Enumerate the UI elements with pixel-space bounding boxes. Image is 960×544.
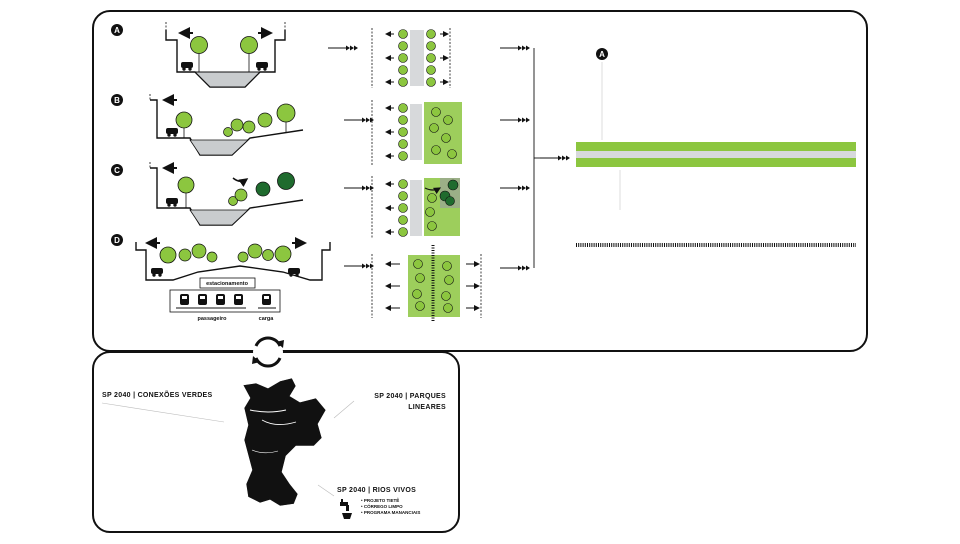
chevron-icon [370, 117, 374, 123]
chevron-icon [522, 45, 526, 51]
chevron-icon [562, 155, 566, 161]
chevron-icon [362, 185, 366, 191]
chevron-icon [526, 265, 530, 271]
badge-d-letter: D [114, 236, 120, 245]
chevron-icon [526, 45, 530, 51]
section-a: A [111, 22, 286, 88]
green-band-top [576, 142, 856, 151]
car-icon [288, 268, 300, 277]
cargo-label: carga [259, 316, 275, 322]
city-map [242, 377, 327, 507]
train-icon [180, 294, 189, 305]
car-icon [256, 62, 268, 71]
car-icon [151, 268, 163, 277]
bullet-programa-mananciais: • PROGRAMA MANANCIAIS [361, 510, 420, 515]
map-label-parques-line2: LINEARES [408, 404, 446, 411]
badge-c-letter: C [114, 166, 120, 175]
plan-a [371, 28, 451, 88]
chevron-icon [566, 155, 570, 161]
chevron-icon [362, 117, 366, 123]
chevron-icon [522, 185, 526, 191]
section-d: D estacionamento passageiro carga [111, 234, 331, 322]
badge-b-letter: B [114, 96, 120, 105]
tree-icon [175, 111, 193, 129]
chevron-icon [518, 45, 522, 51]
tree-icon [240, 36, 258, 54]
tree-icon [177, 176, 195, 194]
tree-icon [190, 36, 208, 54]
section-b: B [111, 94, 304, 156]
passenger-label: passageiro [197, 316, 227, 322]
chevron-icon [522, 265, 526, 271]
dark-tree-icon [277, 172, 295, 190]
plan-d [371, 245, 482, 322]
chevron-icon [346, 45, 350, 51]
car-icon [166, 198, 178, 207]
flow-arrows [328, 45, 570, 271]
parking-label: estacionamento [206, 281, 249, 287]
badge-b [111, 94, 123, 106]
chevron-icon [558, 155, 562, 161]
faucet-icon [340, 499, 349, 511]
train-icon [216, 294, 225, 305]
map-label-parques-line1: SP 2040 | PARQUES [374, 393, 446, 400]
chevron-icon [362, 263, 366, 269]
chevron-icon [526, 185, 530, 191]
chevron-icon [366, 117, 370, 123]
badge-result [596, 48, 608, 60]
car-icon [181, 62, 193, 71]
chevron-icon [526, 117, 530, 123]
bucket-icon [342, 513, 352, 519]
green-band-bottom [576, 158, 856, 167]
chevron-icon [366, 263, 370, 269]
train-icon [262, 294, 271, 305]
tree-icon [276, 103, 296, 123]
chevron-icon [522, 117, 526, 123]
result-section: A [576, 48, 856, 247]
cycle-icon [252, 336, 284, 368]
chevron-icon [350, 45, 354, 51]
train-icon [234, 294, 243, 305]
badge-c [111, 164, 123, 176]
map-label-conexoes: SP 2040 | CONEXÕES VERDES [102, 390, 213, 399]
chevron-icon [354, 45, 358, 51]
train-icon [198, 294, 207, 305]
badge-a-letter: A [114, 26, 120, 35]
car-icon [166, 128, 178, 137]
bullet-corrego-limpo: • CÓRREGO LIMPO [361, 502, 403, 509]
chevron-icon [518, 265, 522, 271]
bullet-projeto-tiete: • PROJETO TIETÊ [361, 496, 399, 503]
dark-tree-icon [255, 181, 271, 197]
plan-c [371, 176, 460, 238]
chevron-icon [366, 185, 370, 191]
chevron-icon [518, 117, 522, 123]
merge-connector [533, 48, 550, 268]
parking-box [199, 277, 256, 289]
curved-arrow-icon [232, 177, 249, 188]
chevron-icon [518, 185, 522, 191]
badge-a [111, 24, 123, 36]
badge-d [111, 234, 123, 246]
map-label-rios: SP 2040 | RIOS VIVOS [337, 487, 416, 494]
road-band [576, 151, 856, 158]
section-c: C [111, 162, 304, 226]
plan-b [371, 100, 462, 165]
badge-result-letter: A [599, 50, 605, 59]
